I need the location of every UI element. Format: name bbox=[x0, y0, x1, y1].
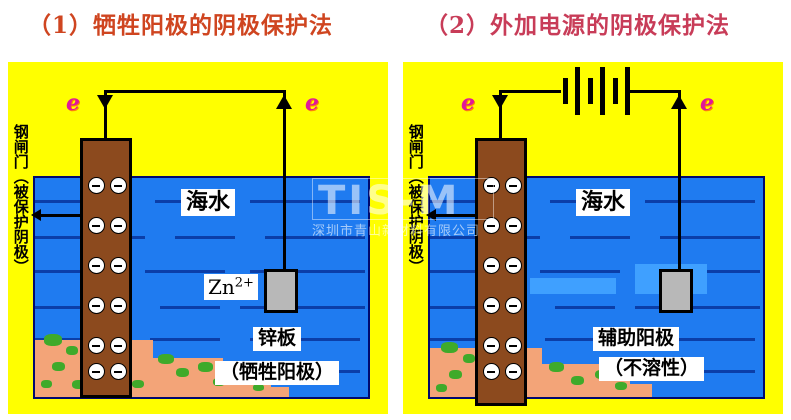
wire-top-horizontal bbox=[104, 90, 285, 93]
algae-tuft bbox=[52, 362, 65, 371]
zinc-plate bbox=[264, 269, 298, 313]
panel-impressed-current: e e 海水 辅助阳极 （不溶性） 钢闸门（被保护阴极） bbox=[403, 62, 783, 414]
zinc-ion-formula: Zn2+ bbox=[204, 274, 258, 300]
zinc-plate-sublabel: （牺牲阳极） bbox=[215, 361, 340, 385]
algae-tuft bbox=[44, 334, 62, 346]
wire-anode-vertical bbox=[283, 90, 286, 270]
steel-gate-left bbox=[80, 138, 132, 398]
algae-tuft bbox=[132, 380, 144, 388]
zinc-plate-label: 锌板 bbox=[253, 327, 302, 351]
gate-pointer-arrow bbox=[31, 209, 41, 221]
seawater-label: 海水 bbox=[576, 189, 631, 217]
sediment-slope-c bbox=[271, 387, 289, 397]
algae-tuft bbox=[66, 346, 78, 355]
gate-pointer-line bbox=[436, 214, 478, 217]
algae-tuft bbox=[436, 384, 447, 392]
page-title-right: （2）外加电源的阴极保护法 bbox=[425, 12, 731, 39]
algae-tuft bbox=[615, 382, 627, 390]
gate-pointer-arrow bbox=[426, 209, 436, 221]
algae-tuft bbox=[463, 354, 475, 363]
panel-sacrificial-anode: e e 海水 Zn2+ 锌板 （牺牲阳极） 钢闸门（被保护阴极） bbox=[8, 62, 388, 414]
gate-label-right: 钢闸门（被保护阴极） bbox=[406, 124, 425, 274]
electron-label-left: e bbox=[461, 90, 475, 116]
zinc-ion-symbol: Zn bbox=[208, 275, 235, 299]
auxiliary-anode-sublabel: （不溶性） bbox=[599, 357, 705, 381]
auxiliary-anode-label: 辅助阳极 bbox=[593, 327, 680, 351]
algae-tuft bbox=[441, 342, 458, 353]
zinc-ion-charge: 2+ bbox=[234, 275, 254, 291]
arrow-electron-from-anode bbox=[276, 95, 292, 109]
arrow-electron-into-gate bbox=[97, 95, 113, 109]
wire-anode-vertical bbox=[678, 90, 681, 270]
page-title-left: （1）牺牲阳极的阴极保护法 bbox=[28, 12, 334, 39]
electron-label-left: e bbox=[66, 90, 80, 116]
arrow-electron-into-gate bbox=[492, 95, 508, 109]
algae-tuft bbox=[198, 362, 213, 372]
steel-gate-right bbox=[475, 138, 527, 406]
water-highlight-patch bbox=[530, 278, 616, 294]
algae-tuft bbox=[253, 384, 264, 391]
algae-tuft bbox=[449, 370, 462, 379]
auxiliary-anode-plate bbox=[659, 269, 693, 313]
algae-tuft bbox=[549, 362, 564, 372]
wire-cathode-vertical bbox=[499, 90, 502, 140]
algae-tuft bbox=[176, 368, 189, 377]
arrow-electron-from-anode bbox=[671, 95, 687, 109]
wire-cathode-vertical bbox=[104, 90, 107, 140]
sediment-slope-b bbox=[630, 384, 652, 397]
algae-tuft bbox=[72, 380, 86, 389]
gate-pointer-line bbox=[41, 214, 83, 217]
electron-label-right: e bbox=[700, 90, 714, 116]
gate-label-left: 钢闸门（被保护阴极） bbox=[11, 124, 30, 274]
wire-top-right-segment bbox=[628, 90, 680, 93]
electron-label-right: e bbox=[305, 90, 319, 116]
seawater-label: 海水 bbox=[181, 189, 236, 217]
algae-tuft bbox=[41, 380, 52, 388]
wire-top-left-segment bbox=[499, 90, 561, 93]
algae-tuft bbox=[571, 376, 584, 385]
algae-tuft bbox=[158, 354, 174, 364]
